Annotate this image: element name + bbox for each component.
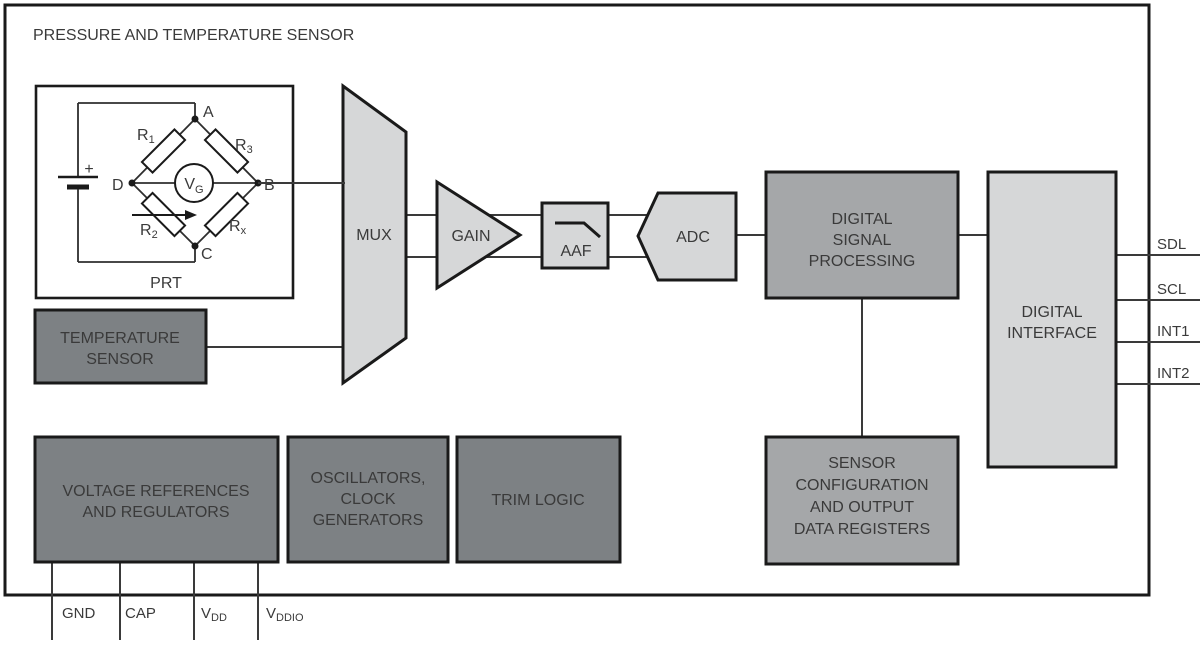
- gain-label: GAIN: [451, 228, 490, 245]
- dsp-block: [764, 170, 960, 300]
- sensor-config-label-4: DATA REGISTERS: [794, 521, 930, 538]
- dsp-label-2: SIGNAL: [833, 232, 892, 249]
- resistor-r1-label: R1: [137, 127, 155, 146]
- voltage-refs-block: [33, 435, 280, 564]
- node-d-label: D: [112, 177, 124, 194]
- temperature-sensor-label-1: TEMPERATURE: [60, 330, 180, 347]
- node-d-dot: [128, 179, 136, 187]
- digital-interface-label-1: DIGITAL: [1021, 304, 1082, 321]
- sensor-config-label-2: CONFIGURATION: [795, 477, 928, 494]
- resistor-r2-label: R2: [140, 222, 158, 241]
- r2-arrow-head: [185, 210, 197, 220]
- trim-logic-block: [455, 435, 622, 564]
- sensor-config-label-1: SENSOR: [828, 455, 896, 472]
- pin-label-cap: CAP: [125, 605, 156, 622]
- trim-logic-label: TRIM LOGIC: [491, 492, 584, 509]
- adc-label: ADC: [676, 229, 710, 246]
- voltage-refs-label-1: VOLTAGE REFERENCES: [63, 483, 250, 500]
- digital-interface-block: [986, 170, 1118, 469]
- mux-block: [341, 83, 408, 386]
- battery-plus-sign: +: [84, 161, 93, 178]
- resistor-r3: [203, 128, 250, 174]
- node-a-dot: [191, 115, 199, 123]
- resistor-r1: [140, 128, 187, 174]
- prt-bridge: + VG A B C D R1 R3 R2: [34, 84, 345, 300]
- lowpass-filter-icon: [555, 221, 601, 239]
- pin-label-int2: INT2: [1157, 365, 1190, 382]
- temperature-sensor-label-2: SENSOR: [86, 351, 154, 368]
- diagram-title: PRESSURE AND TEMPERATURE SENSOR: [33, 27, 354, 44]
- node-c-dot: [191, 242, 199, 250]
- dsp-label-1: DIGITAL: [831, 211, 892, 228]
- pin-label-int1: INT1: [1157, 323, 1190, 340]
- oscillators-label-2: CLOCK: [340, 491, 395, 508]
- sensor-config-block: [764, 435, 960, 566]
- oscillators-block: [286, 435, 450, 564]
- prt-box: [34, 84, 295, 300]
- digital-interface-label-2: INTERFACE: [1007, 325, 1097, 342]
- node-b-label: B: [264, 177, 275, 194]
- pin-label-vdd: VDD: [201, 605, 227, 624]
- right-pin-labels: SDL SCL INT1 INT2: [1157, 236, 1190, 382]
- prt-label: PRT: [150, 275, 182, 292]
- resistor-r3-label: R3: [235, 137, 253, 156]
- node-a-label: A: [203, 104, 214, 121]
- temperature-sensor-block: [33, 308, 208, 385]
- pin-label-scl: SCL: [1157, 281, 1186, 298]
- voltage-refs-label-2: AND REGULATORS: [83, 504, 230, 521]
- galvanometer-circle: [174, 163, 214, 203]
- galvanometer-label: VG: [184, 176, 203, 196]
- resistor-rx-label: Rx: [229, 218, 247, 237]
- pin-label-gnd: GND: [62, 605, 96, 622]
- pin-label-vddio: VDDIO: [266, 605, 304, 624]
- gain-amp: [435, 179, 523, 291]
- aaf-label: AAF: [560, 243, 591, 260]
- pin-label-sdl: SDL: [1157, 236, 1186, 253]
- oscillators-label-3: GENERATORS: [313, 512, 424, 529]
- adc-block: [636, 191, 738, 282]
- mux-label: MUX: [356, 227, 392, 244]
- dsp-label-3: PROCESSING: [809, 253, 916, 270]
- sensor-config-label-3: AND OUTPUT: [810, 499, 914, 516]
- node-c-label: C: [201, 246, 213, 263]
- bottom-pin-labels: GND CAP VDD VDDIO: [62, 605, 304, 624]
- resistor-rx: [203, 191, 250, 238]
- oscillators-label-1: OSCILLATORS,: [311, 470, 426, 487]
